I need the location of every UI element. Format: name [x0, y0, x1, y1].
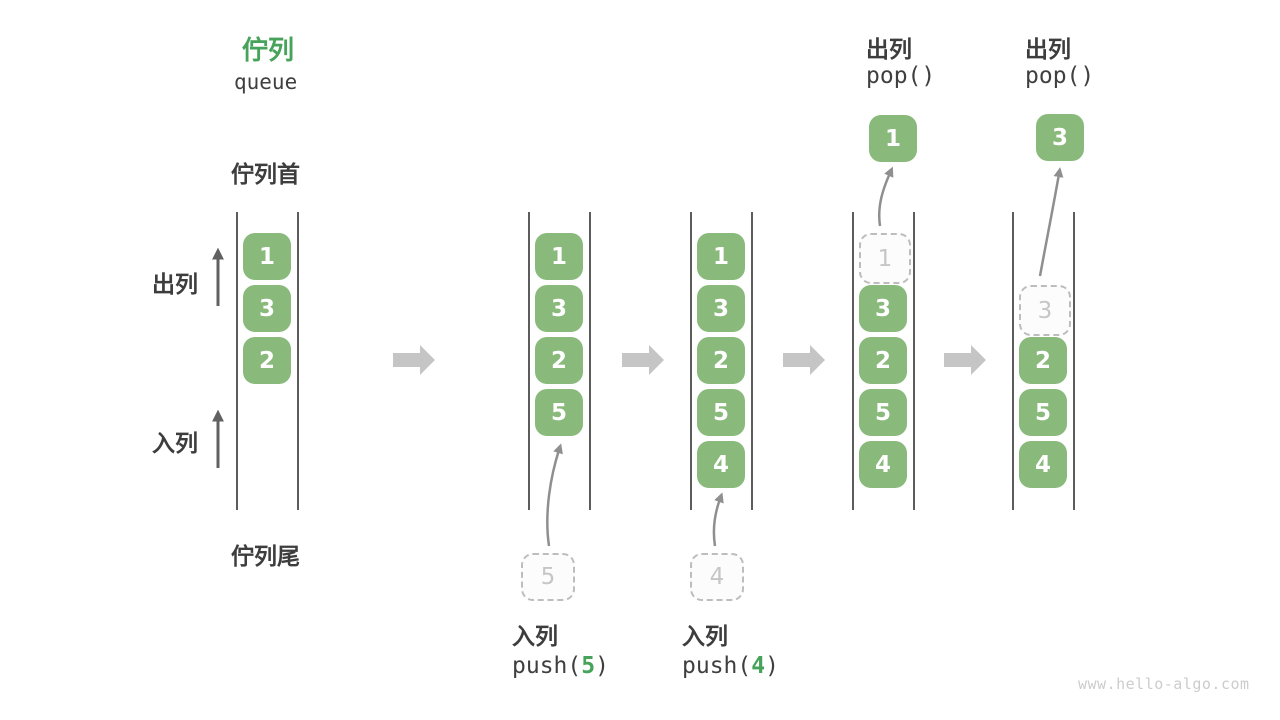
queue-cell: 2	[243, 337, 291, 384]
queue-container-line-left	[852, 212, 854, 510]
push-op-code: push(5)	[512, 653, 609, 679]
queue-cell: 1	[535, 233, 583, 280]
queue-cell: 5	[1019, 389, 1067, 436]
queue-front-label: 佇列首	[231, 162, 300, 188]
queue-cell: 4	[697, 441, 745, 488]
queue-cell: 3	[243, 285, 291, 332]
op-code-text: )	[765, 653, 779, 679]
watermark: www.hello-algo.com	[1078, 675, 1250, 693]
queue-cell: 3	[535, 285, 583, 332]
queue-cell: 1	[243, 233, 291, 280]
op-code-text: pop()	[866, 63, 936, 89]
op-code-text: push(	[682, 653, 752, 679]
staged-value-box: 4	[690, 553, 744, 601]
staged-value-box: 5	[521, 553, 575, 601]
queue-container-line-left	[236, 212, 238, 510]
queue-container-line-left	[1012, 212, 1014, 510]
transition-arrow-icon	[783, 345, 825, 375]
op-code-text: push(	[512, 653, 582, 679]
queue-cell: 3	[859, 285, 907, 332]
op-code-argument: 4	[751, 653, 766, 679]
queue-cell: 1	[697, 233, 745, 280]
transition-arrow-icon	[622, 345, 664, 375]
queue-container-line-right	[1073, 212, 1075, 510]
push-op-label: 入列	[682, 624, 728, 650]
queue-container-line-right	[297, 212, 299, 510]
pop-arrow-icon	[1038, 167, 1064, 277]
queue-cell: 2	[1019, 337, 1067, 384]
pop-op-label: 出列	[866, 37, 912, 63]
queue-cell: 2	[535, 337, 583, 384]
diagram-subtitle: queue	[234, 70, 298, 94]
queue-container-line-right	[913, 212, 915, 510]
push-op-label: 入列	[512, 624, 558, 650]
queue-container-line-right	[751, 212, 753, 510]
push-op-code: push(4)	[682, 653, 779, 679]
push-arrow-icon	[712, 492, 724, 547]
queue-cell: 4	[1019, 441, 1067, 488]
pop-arrow-icon	[878, 166, 894, 227]
queue-cell: 2	[697, 337, 745, 384]
op-code-text: pop()	[1025, 63, 1095, 89]
enqueue-side-label: 入列	[152, 431, 198, 457]
dequeue-side-label: 出列	[152, 272, 198, 298]
queue-cell: 4	[859, 441, 907, 488]
transition-arrow-icon	[944, 345, 986, 375]
transition-arrow-icon	[393, 345, 435, 375]
queue-container-line-left	[690, 212, 692, 510]
queue-cell-ghost: 1	[859, 233, 911, 284]
queue-rear-label: 佇列尾	[231, 544, 300, 570]
queue-cell: 3	[697, 285, 745, 332]
queue-cell-ghost: 3	[1019, 285, 1071, 336]
push-arrow-icon	[546, 443, 563, 547]
pop-op-label: 出列	[1025, 37, 1071, 63]
pop-op-code: pop()	[1025, 63, 1094, 89]
op-code-text: )	[595, 653, 609, 679]
queue-cell: 5	[697, 389, 745, 436]
op-code-argument: 5	[581, 653, 596, 679]
pop-op-code: pop()	[866, 63, 935, 89]
queue-container-line-right	[589, 212, 591, 510]
queue-cell: 5	[535, 389, 583, 436]
queue-cell: 2	[859, 337, 907, 384]
popped-value-box: 3	[1036, 114, 1084, 161]
queue-container-line-left	[528, 212, 530, 510]
popped-value-box: 1	[869, 115, 917, 162]
diagram-title: 佇列	[242, 36, 295, 66]
queue-cell: 5	[859, 389, 907, 436]
